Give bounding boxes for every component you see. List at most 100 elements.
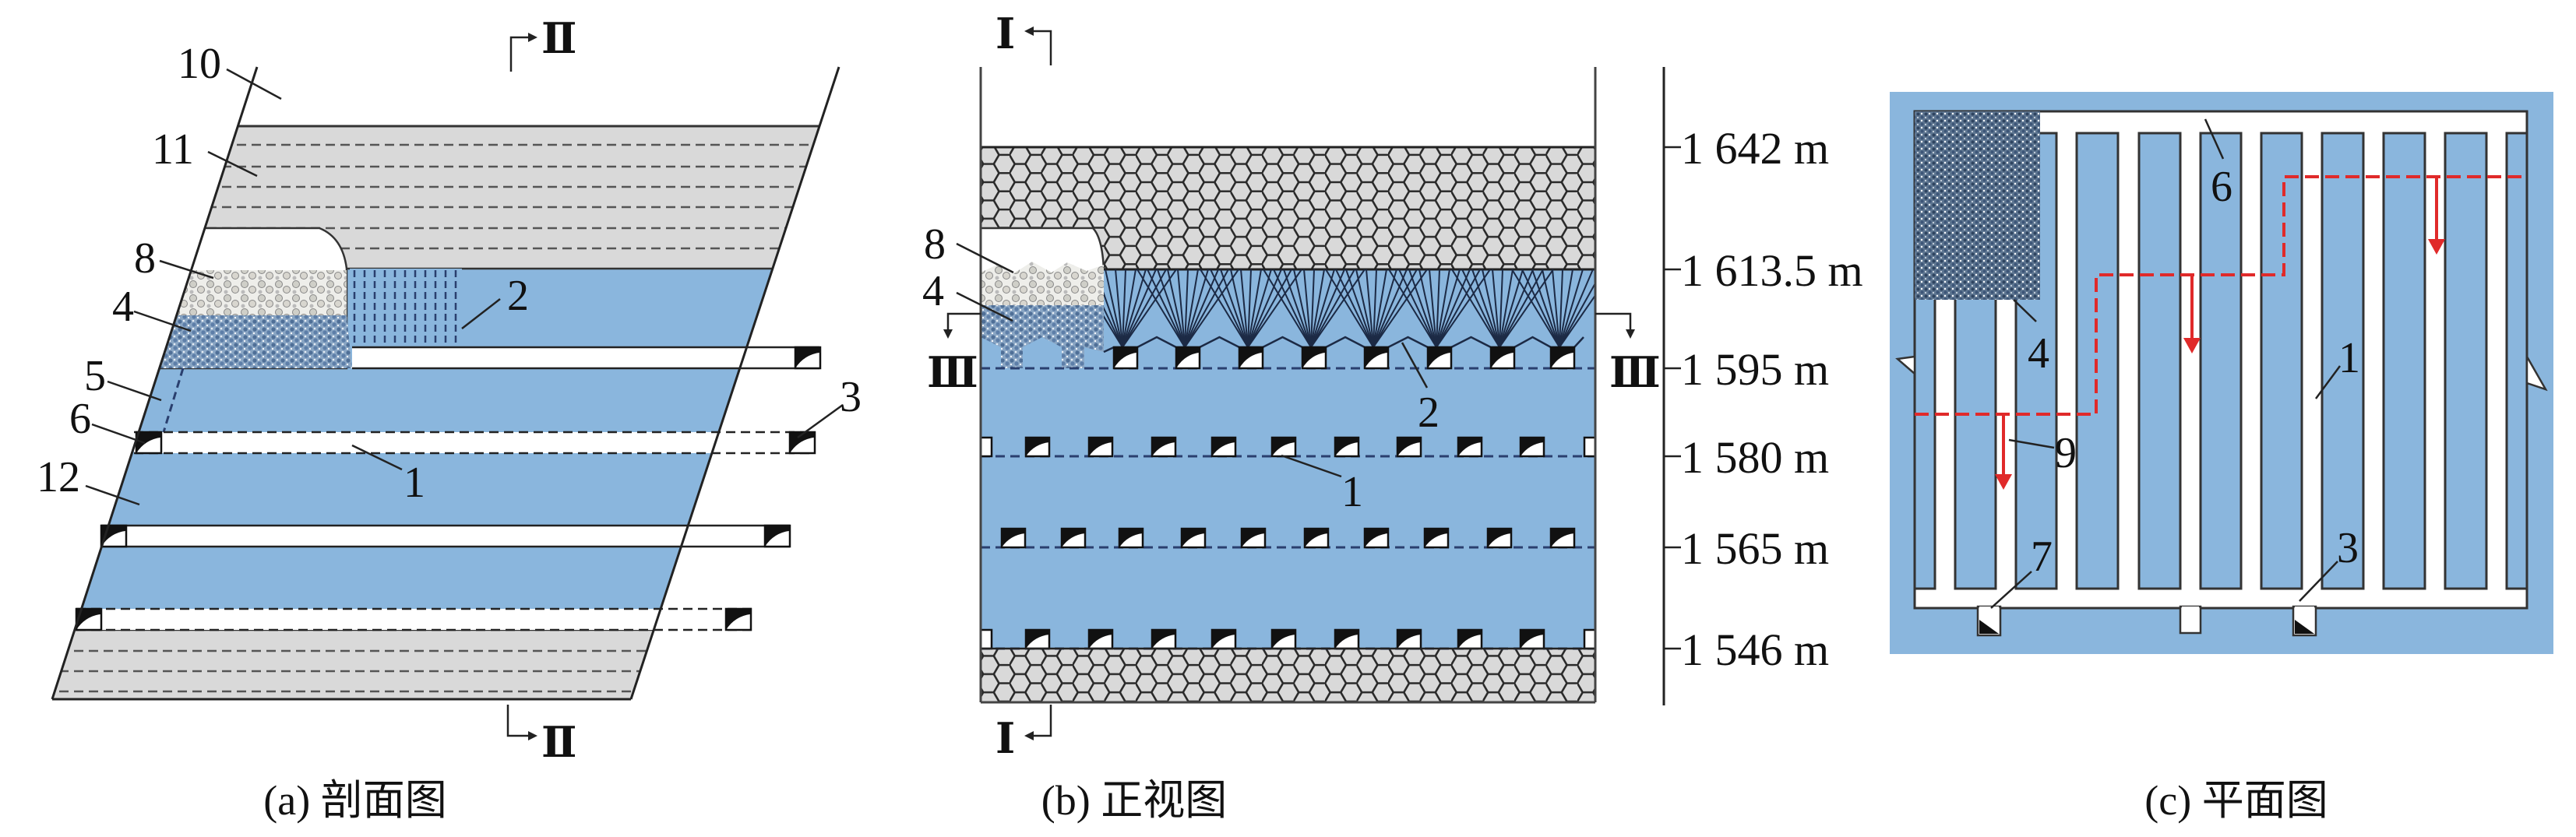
drawpoint-icon [1396,628,1422,650]
drawpoint-fill [1397,438,1421,456]
label-5: 5 [84,352,106,400]
blasthole-line [1220,269,1249,347]
blasthole-line [1499,269,1514,347]
label-8: 8 [924,220,946,269]
label-3: 3 [2337,524,2359,572]
blasthole-line [1247,269,1272,347]
drawpoint-half [1583,628,1595,650]
blasthole-line [1122,269,1177,347]
drawpoint-icon [1423,527,1450,549]
footwall-hex [981,649,1595,702]
blasthole-line [1310,269,1366,347]
arrow-down-icon [2183,275,2201,353]
blasthole-line [1200,269,1249,347]
drawpoint-fill [1026,438,1049,456]
blasthole-line [1461,269,1500,347]
blasthole-line [1436,269,1461,347]
blasthole-line [1104,315,1123,347]
drawpoint-icon [1000,527,1027,549]
blasthole-line [1283,269,1312,347]
drawpoint-fill [1089,630,1112,649]
drawpoint-fill [1335,438,1358,456]
drawpoint-icon [1457,628,1483,650]
label-10: 10 [178,40,221,88]
blasthole-line [1325,269,1374,347]
blasthole-line [1559,294,1595,347]
blasthole-line [1436,269,1491,347]
elevation-label: 1 546 m [1681,624,1829,675]
blasthole-line [1559,269,1594,347]
drawpoint-fill [1239,347,1263,368]
drawpoint-icon [1151,436,1177,458]
pillar [2260,132,2303,590]
blasthole-line [1559,269,1563,347]
blasthole-line [1451,269,1500,347]
drawpoint-icon [1270,436,1297,458]
blasthole-line [1499,269,1554,347]
blasthole-line [1303,269,1312,347]
drawpoint-icon [1175,346,1201,370]
drawpoint-icon [1180,527,1207,549]
label-1: 1 [2338,334,2360,382]
drawpoint-icon [1118,527,1144,549]
drawpoint-fill [726,609,751,630]
elevation-label: 1 642 m [1681,123,1829,174]
drawpoint-fill [1182,529,1205,547]
drift [75,607,752,631]
drift [100,524,791,548]
drift [134,431,816,455]
caved-waste-rock-8 [981,262,1104,311]
drawpoint-fill [1062,529,1085,547]
drawpoint-icon [1334,628,1360,650]
left-boundary [51,66,259,700]
panel-c-plan-view: 6 4 1 9 7 3 (c) 平面图 [1890,92,2553,824]
elevation-label: 1 595 m [1681,344,1829,395]
blasthole-line [1531,269,1560,347]
section-mark-III-left: Ⅲ [927,312,981,397]
level-drifts [75,346,822,631]
footwall-rock [52,630,839,699]
broken-ore-4 [1915,111,2040,300]
blasthole-line [1552,269,1560,347]
blasthole-line [1184,269,1189,347]
blasthole-line [1177,269,1186,347]
drawpoint-icon [794,346,822,370]
drawpoint-icon [1519,436,1545,458]
blasthole-line [1492,269,1500,347]
drift-body [101,526,790,547]
blasthole-line [1104,306,1123,347]
drawpoint-fill [1114,347,1137,368]
caption-c: (c) 平面图 [2144,777,2328,824]
drawpoint-fill [1212,438,1235,456]
blasthole-line [1310,269,1325,347]
blasthole-line [1373,269,1397,347]
blasthole-line [1542,269,1560,347]
right-boundary [629,66,840,700]
blasthole-line [1115,269,1123,347]
blasthole-line [1263,269,1312,347]
drawpoint-fill [1365,347,1388,368]
drawpoint-icon [1549,346,1576,370]
drawpoint-icon [1060,527,1087,549]
blasthole-line [1247,269,1282,347]
bottom-openings [1976,605,2317,637]
label-7: 7 [2031,533,2053,581]
blasthole-line [1247,269,1262,347]
drawpoint-fill [1212,630,1235,649]
pillar [2137,132,2182,590]
blasthole-line [1122,269,1136,347]
svg-text:Ⅲ: Ⅲ [1609,347,1661,397]
broken-ore-4 [156,315,352,368]
drawpoint-fill [1365,529,1388,547]
drawpoint-fill [1335,630,1358,649]
blasthole-line [1122,269,1147,347]
drawpoint-icon [1112,346,1139,370]
blasthole-line [1559,281,1595,347]
blasthole-line [1436,269,1481,347]
blasthole-line [1273,269,1312,347]
drawpoint-fill [1152,630,1175,649]
drawpoint-icon [1087,436,1114,458]
blasthole-line [1521,269,1560,347]
drawpoint-fill [765,526,790,547]
